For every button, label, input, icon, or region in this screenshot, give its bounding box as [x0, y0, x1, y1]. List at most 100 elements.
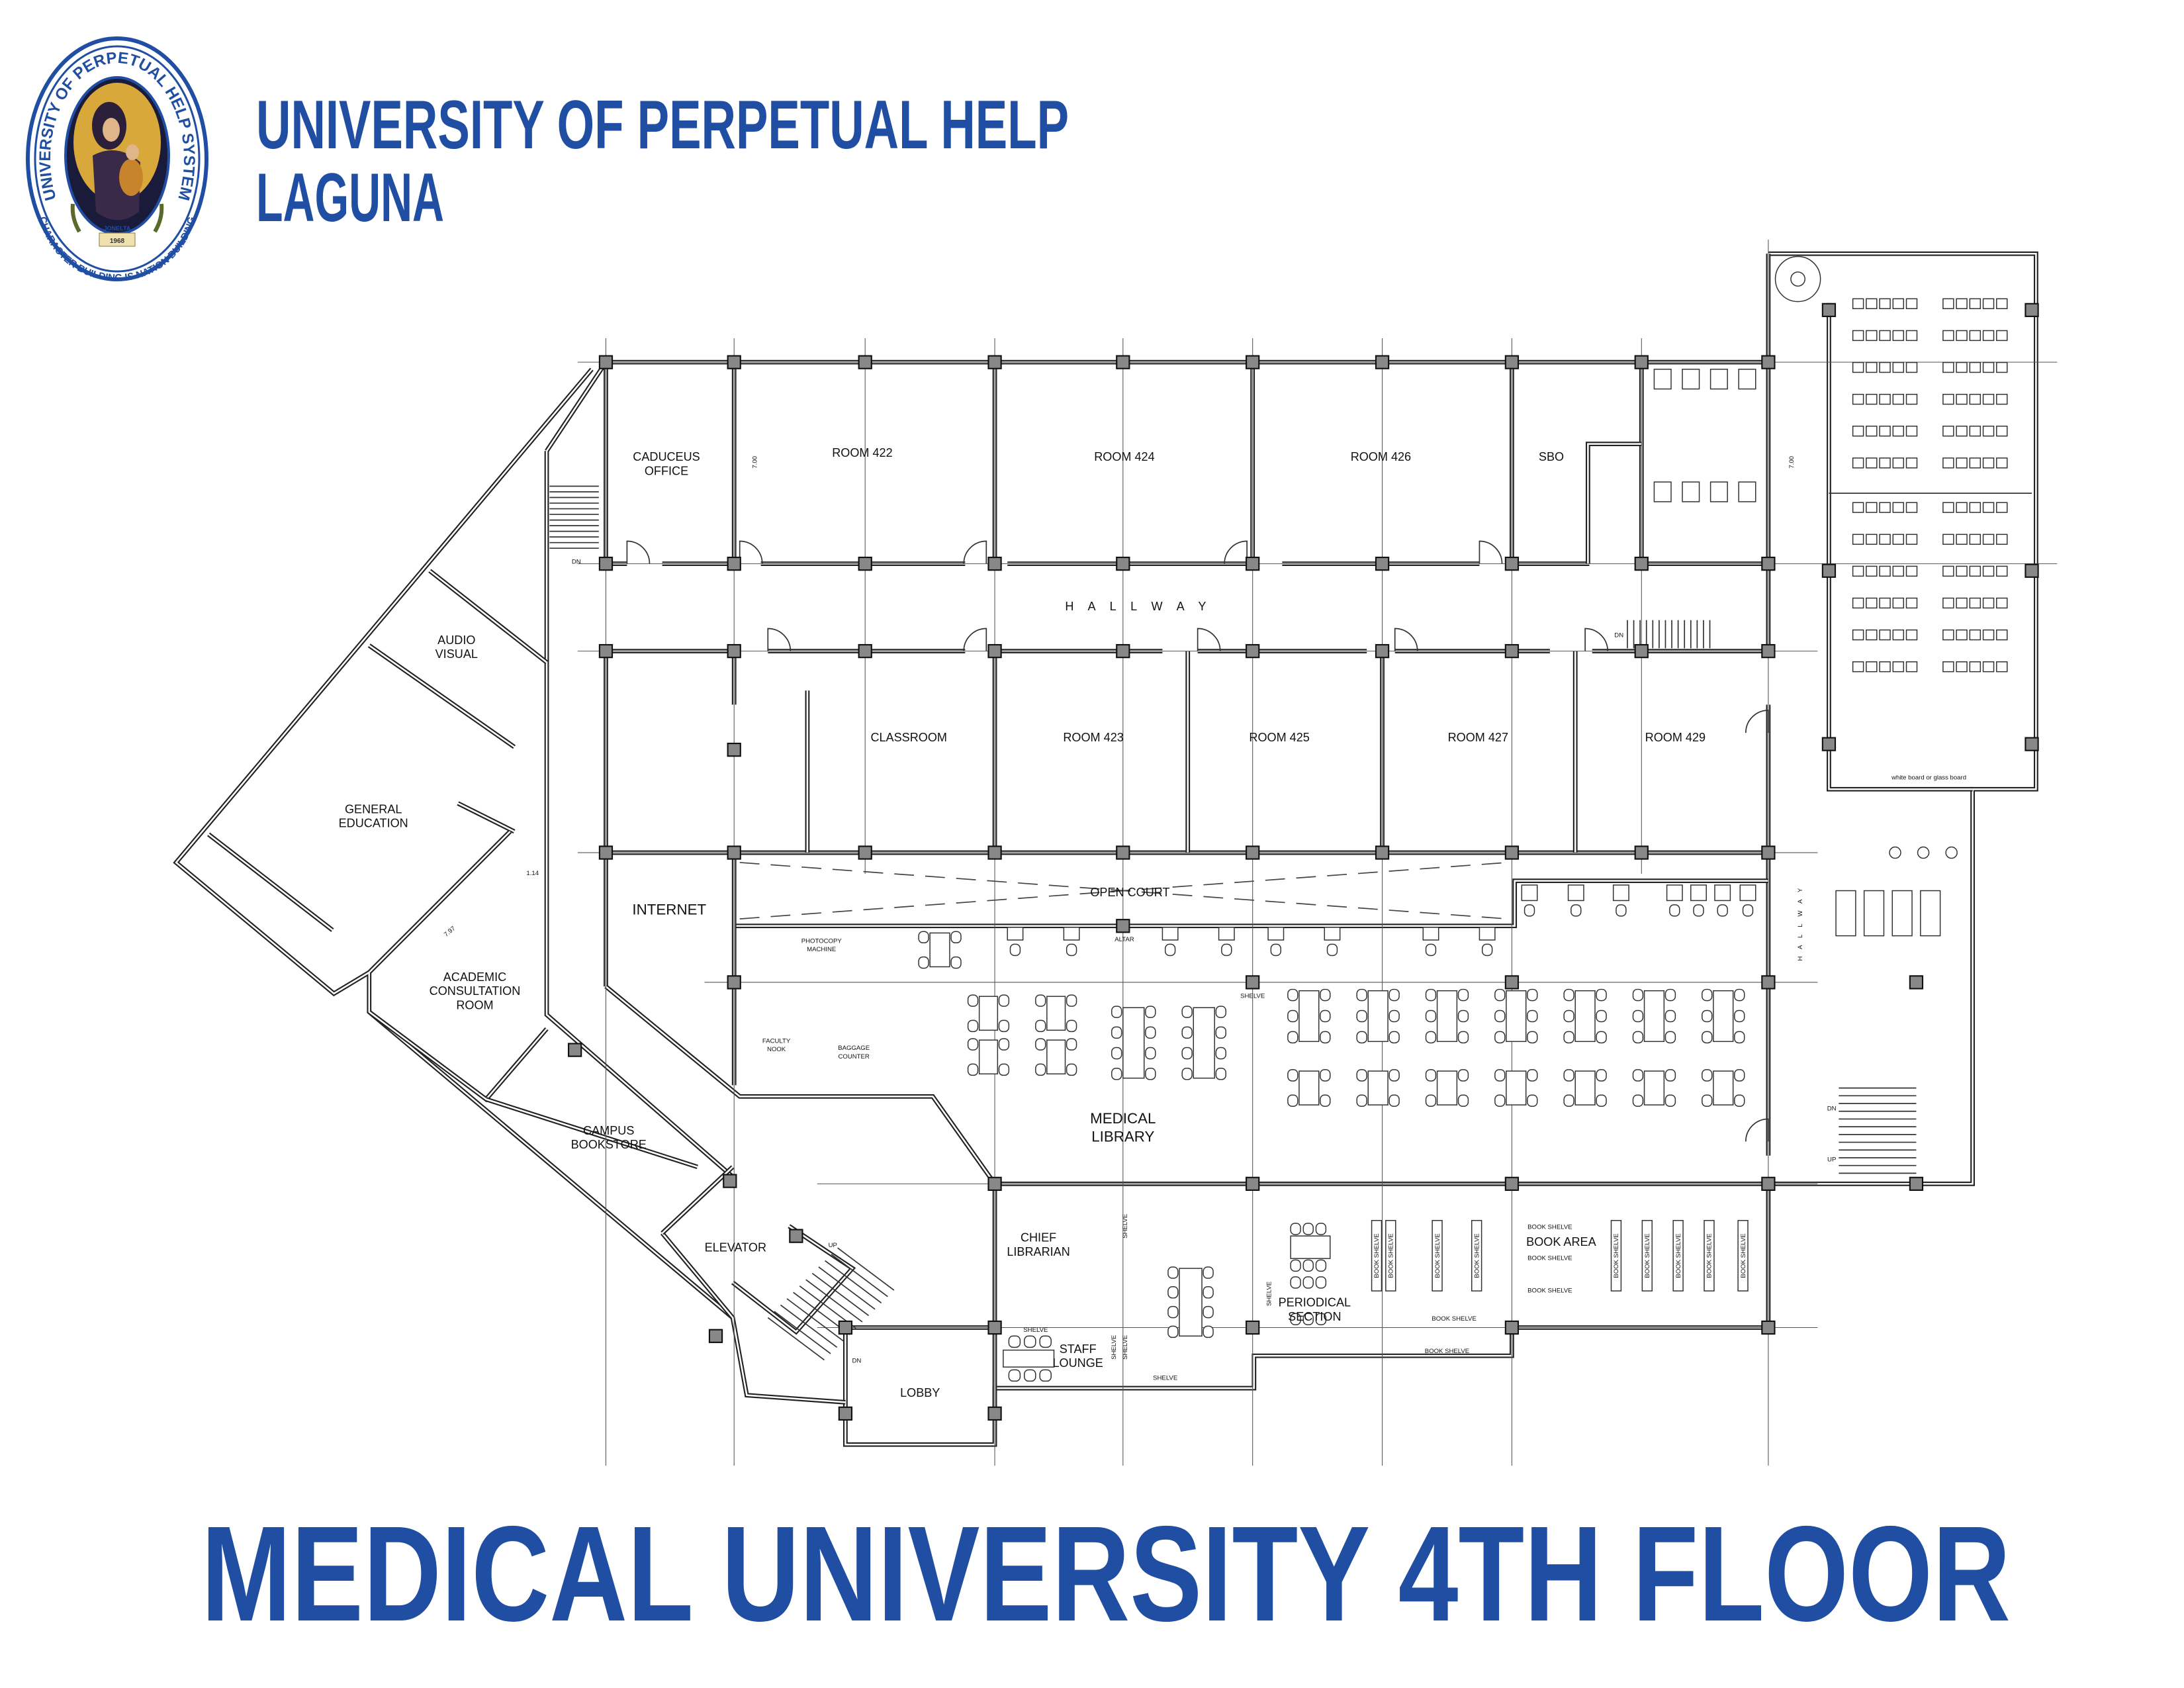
column: [1634, 556, 1649, 571]
chair: [1425, 943, 1437, 957]
column: [1821, 737, 1837, 751]
seat: [1982, 393, 1995, 405]
seat: [1866, 597, 1878, 609]
wall-segment: [1768, 251, 2038, 1186]
chair: [1290, 1313, 1301, 1326]
chair: [1527, 1031, 1538, 1044]
study-carrel: [1324, 927, 1341, 941]
wall-inner-line: [661, 1166, 733, 1234]
chair: [1702, 1094, 1713, 1107]
column: [987, 1320, 1002, 1335]
study-carrel: [1714, 884, 1731, 902]
seat: [1852, 534, 1864, 545]
column: [858, 556, 872, 571]
seat: [1905, 629, 1918, 641]
stair-tread: [774, 1311, 831, 1354]
wall-inner-line: [1828, 303, 1973, 790]
seat: [1866, 565, 1878, 577]
chair: [1215, 1026, 1226, 1039]
column: [1504, 845, 1520, 860]
column: [598, 355, 614, 369]
chair: [1563, 1031, 1574, 1044]
column: [727, 742, 741, 757]
label-dimension-797: 7.97: [443, 925, 457, 938]
door-swing: [1224, 540, 1248, 564]
column: [1375, 556, 1390, 571]
label-internet: INTERNET: [632, 902, 706, 918]
chair: [1702, 988, 1713, 1002]
chair: [1356, 988, 1367, 1002]
column: [1761, 975, 1776, 990]
column: [789, 1229, 803, 1243]
label-dimension-700-west: 7.00: [751, 456, 758, 469]
column: [1504, 1176, 1520, 1192]
seat: [1982, 661, 1995, 673]
label-book-shelve-3: BOOK SHELVE: [1527, 1287, 1572, 1294]
table: [1122, 1007, 1145, 1079]
label-book-shelve-vertical: BOOK SHELVE: [1644, 1233, 1651, 1278]
chair: [1287, 1031, 1298, 1044]
chair: [1664, 1009, 1676, 1023]
column: [1761, 1176, 1776, 1192]
chair: [1066, 994, 1077, 1007]
label-room-422: ROOM 422: [832, 446, 892, 459]
label-elevator: ELEVATOR: [705, 1241, 766, 1254]
seat: [1956, 457, 1968, 469]
wall-inner-line: [175, 368, 846, 1403]
chair: [1615, 904, 1627, 917]
toilet-stall: [1709, 481, 1728, 502]
column: [1909, 975, 1924, 990]
door-swing: [963, 628, 987, 651]
label-sbo: SBO: [1539, 450, 1564, 463]
chair: [1494, 1069, 1506, 1082]
door-swing: [767, 628, 792, 651]
label-book-shelve-5: BOOK SHELVE: [1425, 1348, 1469, 1355]
column: [1504, 556, 1520, 571]
seat: [1996, 597, 2008, 609]
table: [1574, 990, 1596, 1043]
label-room-426: ROOM 426: [1351, 450, 1411, 463]
door-swing: [626, 540, 651, 564]
column: [838, 1320, 853, 1335]
toilet-stall: [1891, 890, 1913, 937]
stair-tread: [811, 1272, 870, 1317]
seat: [1852, 330, 1864, 342]
wall-segment: [992, 1184, 1771, 1409]
chair: [1632, 1069, 1644, 1082]
study-carrel: [1739, 884, 1756, 902]
label-whiteboard: white board or glass board: [1891, 774, 1966, 781]
seat: [1982, 565, 1995, 577]
seat: [1956, 502, 1968, 513]
chair: [1563, 1094, 1574, 1107]
column: [987, 556, 1002, 571]
chair: [1287, 1069, 1298, 1082]
seat: [1892, 597, 1905, 609]
chair: [1320, 988, 1331, 1002]
column: [987, 643, 1002, 659]
column: [987, 1176, 1002, 1192]
column: [1246, 845, 1260, 860]
seat: [1905, 661, 1918, 673]
door-swing: [1745, 1118, 1769, 1142]
seat: [1879, 361, 1891, 373]
chair: [1287, 1009, 1298, 1023]
column: [727, 643, 741, 659]
seat: [1852, 502, 1864, 513]
column: [1761, 355, 1776, 369]
seat: [1852, 426, 1864, 437]
chair: [1563, 1069, 1574, 1082]
column: [2025, 303, 2039, 318]
chair: [1702, 1069, 1713, 1082]
door-swing: [1197, 628, 1221, 651]
stair-tread: [767, 1317, 825, 1361]
seat: [1969, 298, 1981, 309]
seat: [1879, 661, 1891, 673]
chair: [1320, 1094, 1331, 1107]
seat: [1866, 629, 1878, 641]
seat: [1996, 534, 2008, 545]
